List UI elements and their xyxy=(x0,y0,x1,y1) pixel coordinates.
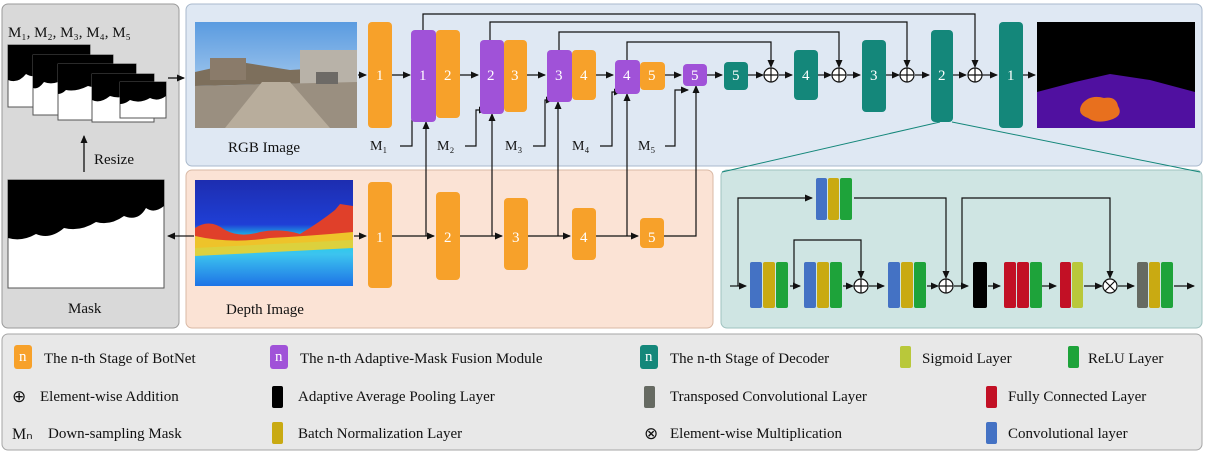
svg-text:3: 3 xyxy=(555,68,563,84)
legend-decoder-swatch xyxy=(640,345,658,369)
svg-text:1: 1 xyxy=(376,230,384,246)
mask-image xyxy=(7,179,165,289)
decoder-detail xyxy=(730,178,1195,308)
legend-bn: Batch Normalization Layer xyxy=(298,426,462,442)
mask-stack xyxy=(7,44,167,123)
legend-botnet: The n-th Stage of BotNet xyxy=(44,351,196,367)
svg-text:n: n xyxy=(645,349,653,365)
svg-text:M₃: M₃ xyxy=(505,139,522,154)
connections xyxy=(167,13,1201,240)
legend: n The n-th Stage of BotNet n The n-th Ad… xyxy=(12,345,1163,444)
legend-fc-swatch xyxy=(986,386,997,408)
legend-conv: Convolutional layer xyxy=(1008,426,1128,442)
svg-text:2: 2 xyxy=(938,68,946,84)
mask-label: Mask xyxy=(68,301,102,317)
masks-title: M₁, M₂, M₃, M₄, M₅ xyxy=(8,25,131,41)
depth-botnet-blocks: 1 2 3 4 5 xyxy=(368,182,664,288)
legend-transposed-swatch xyxy=(644,386,655,408)
svg-text:3: 3 xyxy=(511,68,519,84)
legend-fc: Fully Connected Layer xyxy=(1008,389,1146,405)
rgb-botnet-blocks: 1 2 3 4 5 xyxy=(368,22,665,128)
legend-botnet-swatch xyxy=(14,345,32,369)
legend-add-symbol: ⊕ xyxy=(12,387,26,406)
legend-sigmoid-swatch xyxy=(900,346,911,368)
depth-image xyxy=(195,180,353,286)
svg-text:M₁: M₁ xyxy=(370,139,387,154)
legend-add: Element-wise Addition xyxy=(40,389,179,405)
legend-pool-swatch xyxy=(272,386,283,408)
svg-text:4: 4 xyxy=(580,230,588,246)
legend-sigmoid: Sigmoid Layer xyxy=(922,351,1012,367)
svg-text:M₄: M₄ xyxy=(572,139,589,154)
svg-text:M₅: M₅ xyxy=(638,139,655,154)
top-add-nodes xyxy=(763,67,983,83)
svg-text:2: 2 xyxy=(444,230,452,246)
svg-text:1: 1 xyxy=(419,68,427,84)
resize-label: Resize xyxy=(94,152,134,168)
legend-pool: Adaptive Average Pooling Layer xyxy=(298,389,495,405)
downsample-mask-labels: M₁ M₂ M₃ M₄ M₅ xyxy=(370,139,655,154)
svg-text:4: 4 xyxy=(802,68,810,84)
svg-text:3: 3 xyxy=(870,68,878,84)
legend-decoder: The n-th Stage of Decoder xyxy=(670,351,829,367)
depth-label: Depth Image xyxy=(226,302,304,318)
svg-text:4: 4 xyxy=(623,68,631,84)
svg-text:5: 5 xyxy=(732,68,740,84)
svg-text:2: 2 xyxy=(444,68,452,84)
legend-fusion-swatch xyxy=(270,345,288,369)
svg-text:3: 3 xyxy=(512,230,520,246)
decoder-blocks: 5 4 3 2 1 xyxy=(724,22,1023,128)
legend-transposed: Transposed Convolutional Layer xyxy=(670,389,867,405)
legend-relu-swatch xyxy=(1068,346,1079,368)
legend-fusion: The n-th Adaptive-Mask Fusion Module xyxy=(300,351,543,367)
legend-mn-symbol: Mₙ xyxy=(12,426,33,443)
legend-conv-swatch xyxy=(986,422,997,444)
fusion-blocks: 1 2 3 4 5 xyxy=(411,30,707,122)
svg-text:1: 1 xyxy=(1007,68,1015,84)
legend-bn-swatch xyxy=(272,422,283,444)
legend-mn: Down-sampling Mask xyxy=(48,426,182,442)
svg-text:n: n xyxy=(19,349,27,365)
svg-text:5: 5 xyxy=(691,68,699,84)
rgb-label: RGB Image xyxy=(228,140,300,156)
svg-text:1: 1 xyxy=(376,68,384,84)
segmentation-output xyxy=(1037,22,1195,128)
svg-text:5: 5 xyxy=(648,230,656,246)
svg-text:4: 4 xyxy=(580,68,588,84)
svg-text:n: n xyxy=(275,349,283,365)
legend-relu: ReLU Layer xyxy=(1088,351,1163,367)
svg-text:M₂: M₂ xyxy=(437,139,454,154)
svg-text:2: 2 xyxy=(487,68,495,84)
legend-mul: Element-wise Multiplication xyxy=(670,426,843,442)
svg-text:5: 5 xyxy=(648,68,656,84)
rgb-image xyxy=(195,22,357,128)
legend-mul-symbol: ⊗ xyxy=(644,424,658,443)
